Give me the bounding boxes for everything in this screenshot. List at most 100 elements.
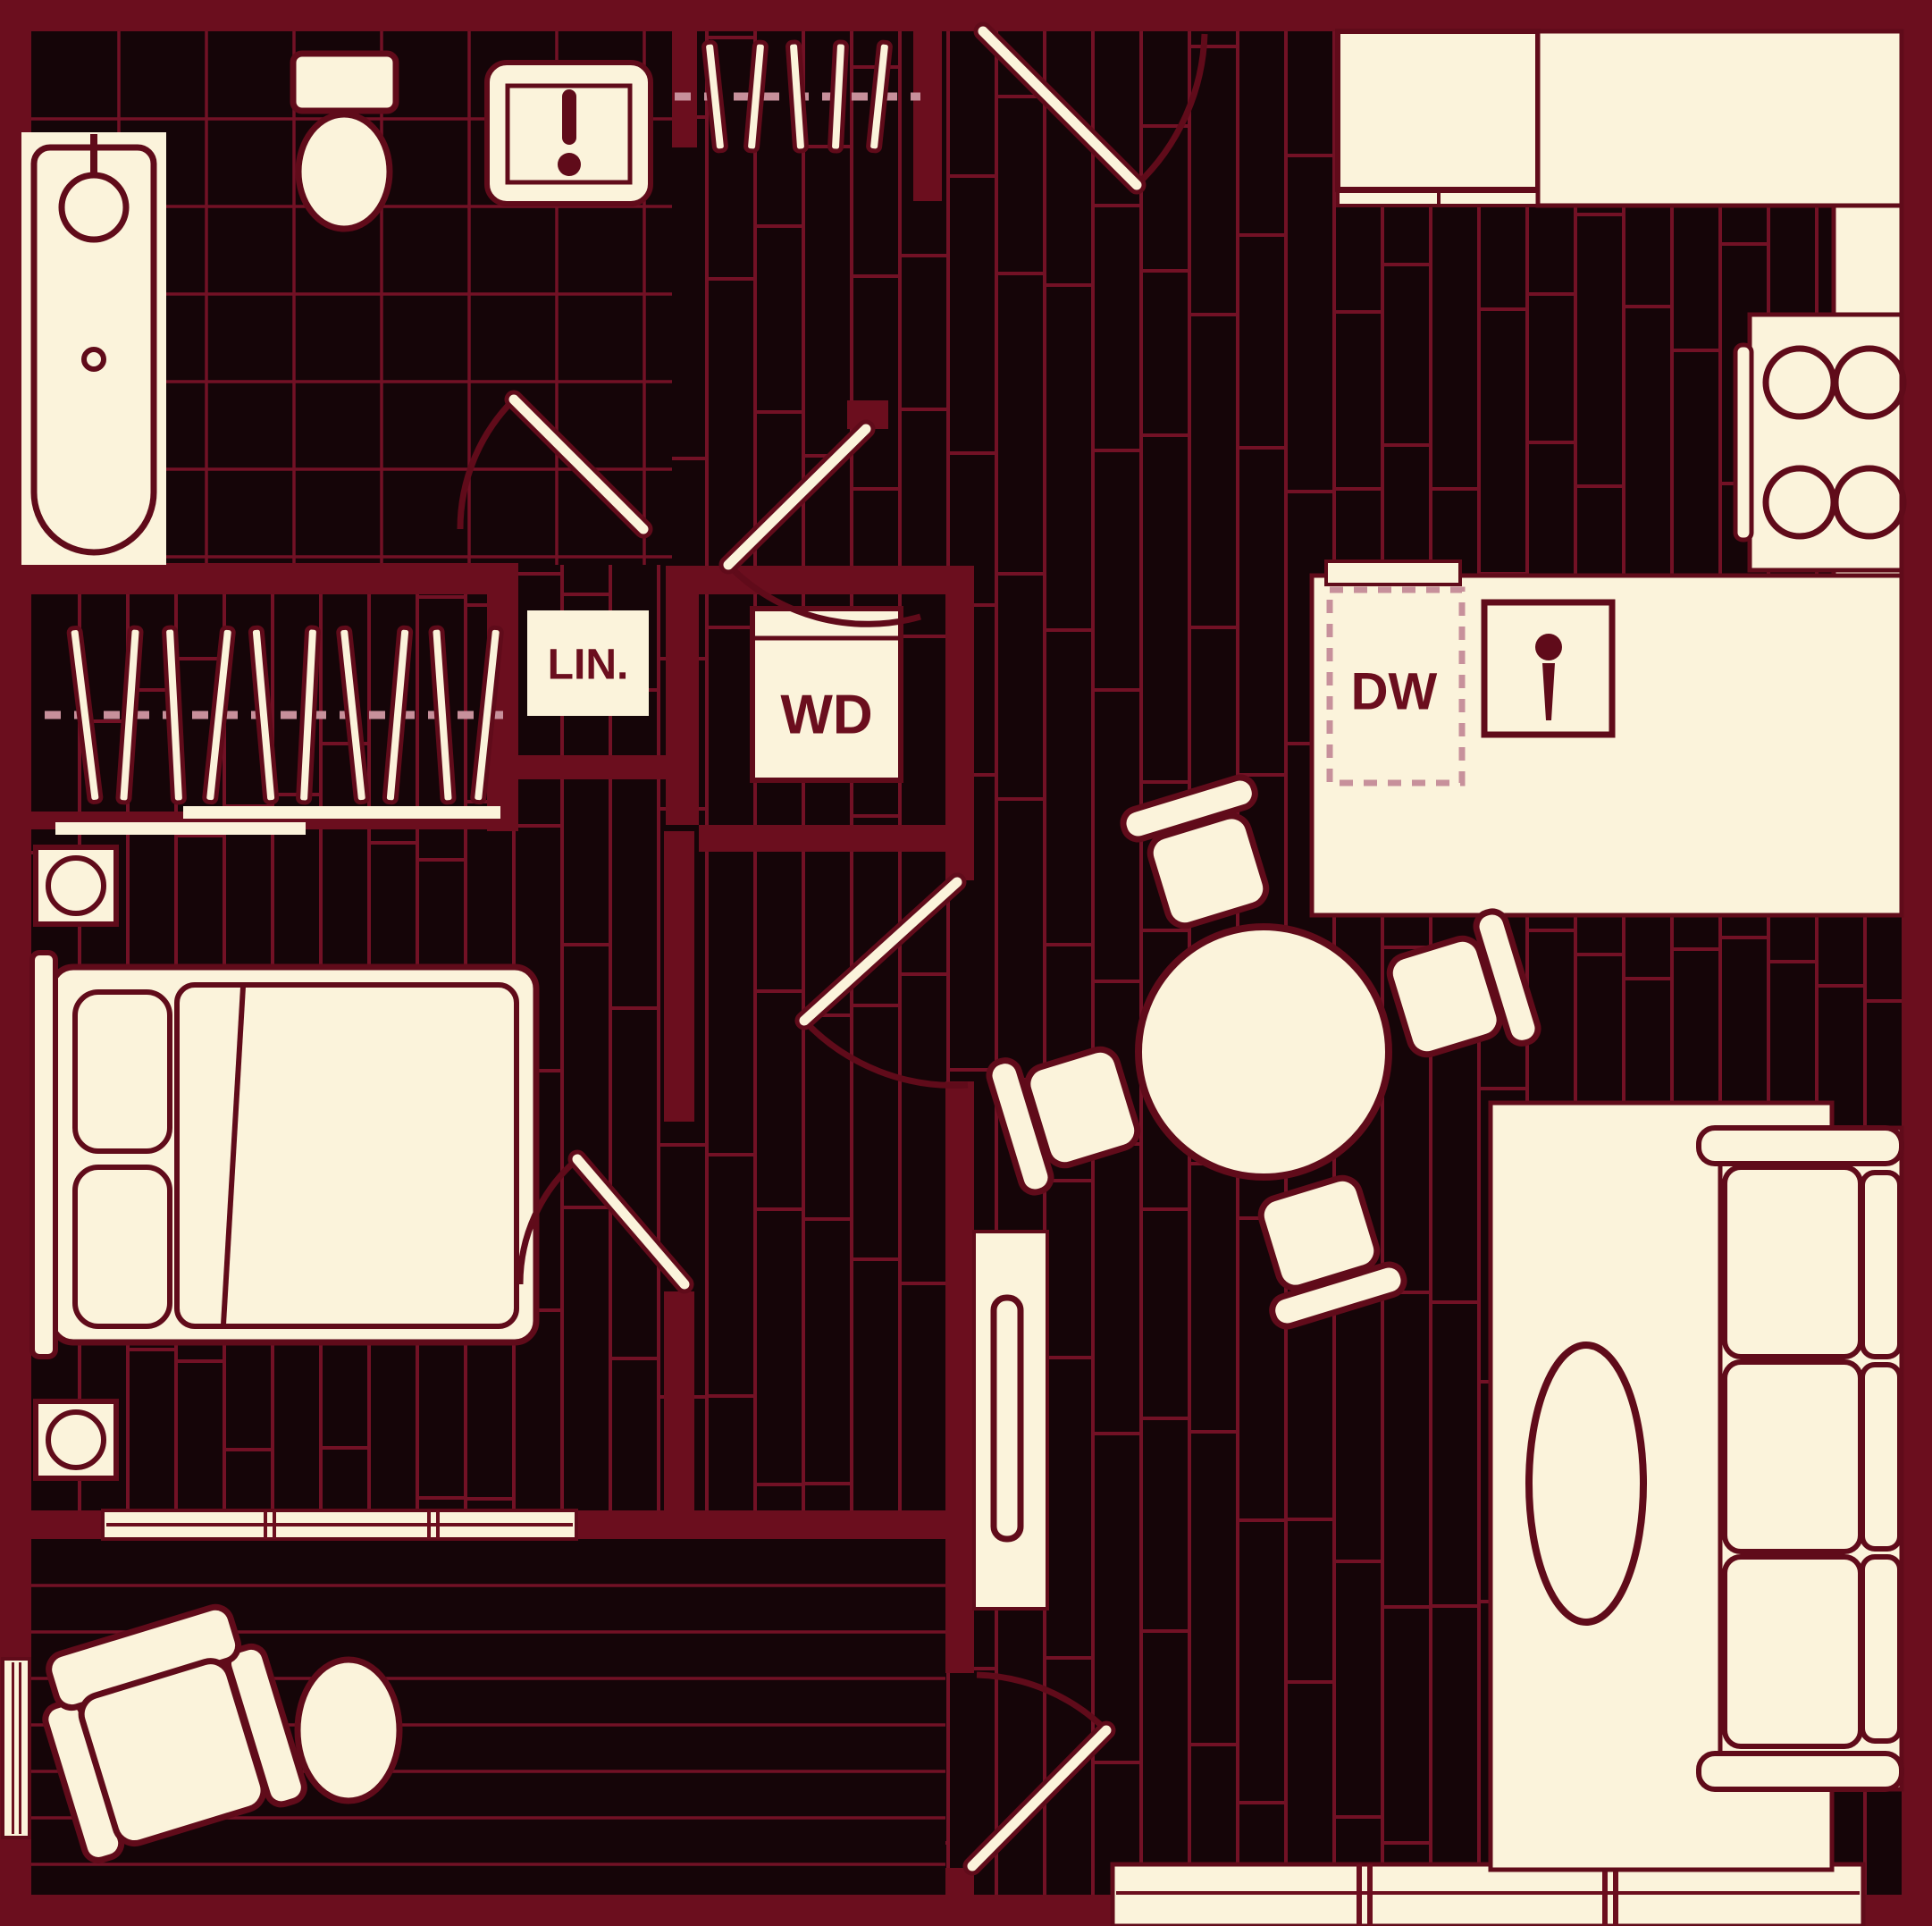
dishwasher-label: DW [1351,663,1438,721]
dining-chair [986,1046,1141,1196]
sofa-arm [1696,1125,1904,1166]
balcony-door [962,1671,1116,1876]
wall-segment [672,31,697,147]
hanger-icon [785,39,809,154]
tv-console [972,1230,1049,1611]
wall-segment [487,755,666,779]
chair-back [986,1057,1054,1196]
lounge-chair [42,1603,307,1863]
wall-segment [0,0,979,31]
bedroom-door [517,1149,694,1294]
tub-drain-icon [81,347,106,372]
tv-icon [990,1294,1024,1543]
wall-segment [913,31,942,201]
sofa-seat-cushion [1722,1554,1863,1749]
wall-segment [664,1291,694,1512]
hanger-icon [743,39,769,154]
hallway-door [794,872,969,1089]
toilet-tank [290,50,399,114]
dishwasher-front [1324,559,1462,586]
balcony [42,1603,403,1863]
sofa-back-cushion [1860,1170,1903,1359]
kitchen-sink [1481,599,1616,738]
burner-icon [1832,345,1907,420]
chair-back [1473,908,1541,1047]
dishwasher: DW [1324,559,1466,786]
chair-seat [1257,1174,1381,1291]
entry-closet-door [718,419,921,627]
dining-chair [1386,908,1541,1058]
bathtub [21,132,166,565]
chair-seat [1386,935,1503,1058]
hanger-icon [115,625,144,805]
mattress [174,982,519,1329]
dining-area [986,774,1541,1330]
kitchen-faucet-icon [1535,634,1562,720]
hanger-icon [336,625,370,805]
dining-chair [1120,774,1270,929]
burner-icon [1832,465,1907,540]
sofa-back-cushion [1860,1362,1903,1552]
chair-back [1120,774,1258,843]
patio-table [294,1656,403,1804]
hanger-icon [66,626,104,804]
refrigerator [1335,29,1541,207]
sofa-seat-cushion [1722,1165,1863,1359]
washer-dryer-label: WD [780,685,872,746]
bedroom-closet-hangers [66,625,504,805]
hanger-icon [162,625,187,805]
hanger-icon [866,39,893,154]
kitchen: DW [1309,29,1907,918]
wall-segment [576,1510,693,1539]
bathroom-sink [484,60,653,206]
entry-closet-hangers [701,39,893,154]
laundry-closet: WD [750,606,903,783]
chair-seat [1147,812,1270,929]
pillow [72,989,172,1154]
counter-top [1535,29,1904,208]
sofa-arm [1696,1751,1904,1792]
balcony-side-window [1,1657,31,1839]
dining-chairs [986,774,1541,1330]
sheet-fold-line [221,986,246,1325]
coffee-table [1525,1341,1647,1626]
wall-segment [693,1510,974,1539]
headboard [29,950,58,1359]
entry-closet [675,39,920,154]
stove [1733,312,1907,573]
wall-segment [664,831,694,1122]
bathroom [21,50,653,565]
bedroom [29,845,540,1481]
hanger-icon [470,625,504,805]
hanger-icon [202,625,236,805]
bathroom-door [457,390,653,539]
hanger-icon [296,625,321,805]
tub-faucet-icon [58,172,130,243]
living-room [972,1100,1904,1872]
chair-seat [1024,1046,1141,1169]
chair-seat [78,1658,267,1847]
hanger-icon [701,39,728,154]
bed [29,950,540,1359]
lamp-icon [46,1409,106,1470]
wall-segment [1902,0,1932,1926]
wall-segment [1206,0,1932,31]
toilet-bowl [295,111,393,232]
oven-handle [1733,342,1754,542]
hanger-icon [382,625,414,805]
linen-closet: LIN. [527,610,649,716]
wall-segment [945,1081,974,1673]
hanger-icon [248,625,280,805]
nightstand [33,845,119,927]
sliding-door-panel [183,806,500,819]
dining-table [1135,923,1392,1181]
faucet-icon [558,89,581,176]
hanger-icon [827,39,849,154]
entry-door [973,21,1208,195]
toilet [290,50,399,232]
nightstand [33,1399,119,1481]
wall-segment [699,825,945,852]
sliding-door-panel [55,822,306,835]
linen-label: LIN. [548,642,629,689]
